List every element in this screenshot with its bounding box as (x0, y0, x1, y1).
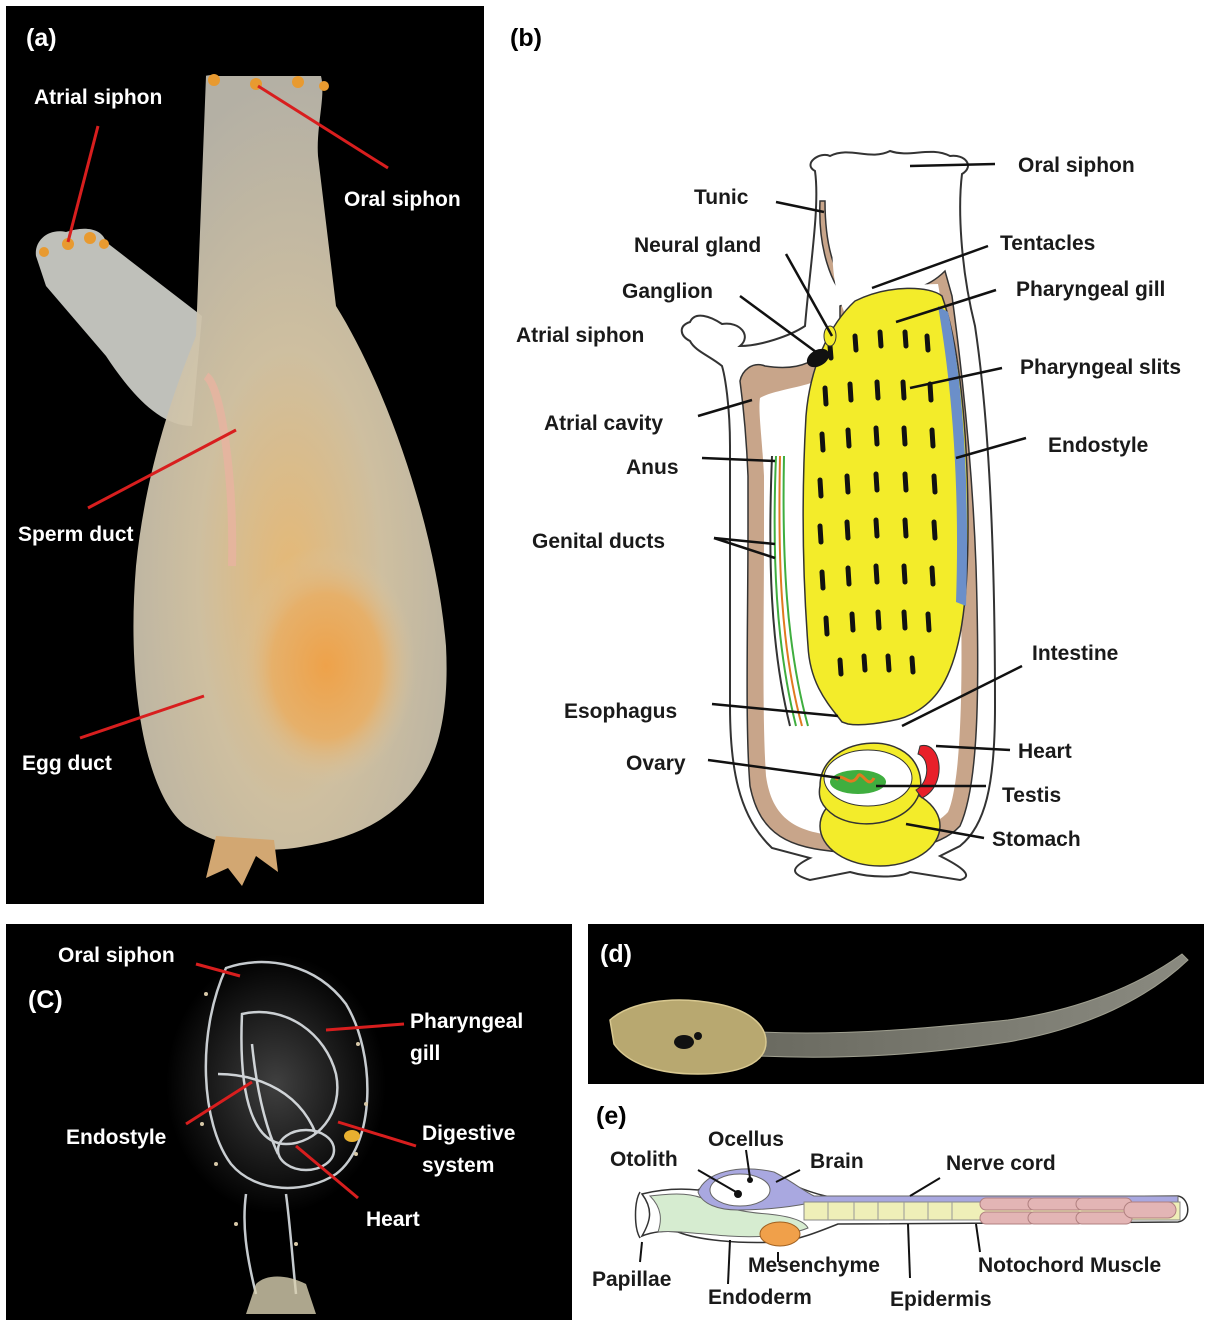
panel-c-label-digestive-1: Digestive (422, 1122, 515, 1145)
panel-b-label-tentacles: Tentacles (1000, 232, 1095, 255)
panel-b-label-tunic: Tunic (694, 186, 749, 209)
panel-b-label-ganglion: Ganglion (622, 280, 713, 303)
panel-a-label-atrial-siphon: Atrial siphon (34, 86, 162, 109)
panel-b-label-esophagus: Esophagus (564, 700, 677, 723)
panel-d-photo: (d) (588, 924, 1204, 1084)
panel-c-label-oral-siphon: Oral siphon (58, 944, 175, 967)
panel-a-photo: (a) Atrial siphon Oral siphon Sperm duct… (6, 6, 484, 904)
panel-b-label-stomach: Stomach (992, 828, 1081, 851)
panel-c-label-pharyngeal-gill-2: gill (410, 1042, 440, 1065)
panel-e-label-otolith: Otolith (610, 1148, 678, 1171)
panel-c-glow (166, 954, 386, 1214)
panel-b-neural-gland (824, 326, 836, 346)
panel-e-label-mesenchyme: Mesenchyme (748, 1254, 880, 1277)
panel-b-label-oral-siphon: Oral siphon (1018, 154, 1135, 177)
panel-e-label-notochord-muscle: Notochord Muscle (978, 1254, 1161, 1277)
panel-b-label-atrial-cavity: Atrial cavity (544, 412, 663, 435)
panel-c-label-pharyngeal-gill-1: Pharyngeal (410, 1010, 523, 1033)
panel-b-label-pharyngeal-gill: Pharyngeal gill (1016, 278, 1165, 301)
panel-c-label-heart: Heart (366, 1208, 420, 1231)
panel-b-testis (830, 770, 886, 794)
panel-a-label-oral-siphon: Oral siphon (344, 188, 461, 211)
panel-d-pigment-2 (694, 1032, 702, 1040)
panel-b-label-atrial-siphon: Atrial siphon (516, 324, 644, 347)
panel-e-papillae-shape (636, 1192, 641, 1238)
panel-e-label-nerve-cord: Nerve cord (946, 1152, 1056, 1175)
panel-c-letter: (C) (28, 986, 63, 1014)
panel-b-label-testis: Testis (1002, 784, 1061, 807)
panel-e-label-endoderm: Endoderm (708, 1286, 812, 1309)
panel-b-label-ovary: Ovary (626, 752, 686, 775)
panel-e-sensory-vesicle (710, 1174, 770, 1206)
panel-a-letter: (a) (26, 24, 57, 52)
panel-c-label-endostyle: Endostyle (66, 1126, 166, 1149)
panel-d-pigment (674, 1035, 694, 1049)
panel-b-letter: (b) (510, 24, 542, 52)
panel-a-label-sperm-duct: Sperm duct (18, 523, 134, 546)
panel-e-letter: (e) (596, 1102, 627, 1130)
panel-e-mesenchyme (760, 1222, 800, 1246)
panel-b-label-anus: Anus (626, 456, 679, 479)
panel-b-label-genital-ducts: Genital ducts (532, 530, 665, 553)
panel-d-letter: (d) (600, 940, 632, 968)
panel-b-label-intestine: Intestine (1032, 642, 1118, 665)
panel-c-photo: Oral siphon (C) Pharyngeal gill Endostyl… (6, 924, 572, 1320)
panel-e-label-papillae: Papillae (592, 1268, 671, 1291)
panel-e-diagram: (e) Ocellus Otolith Brain Nerve cord Mes… (578, 1092, 1204, 1322)
panel-b-label-neural-gland: Neural gland (634, 234, 761, 257)
panel-a-gonad (236, 546, 416, 786)
panel-b-label-pharyngeal-slits: Pharyngeal slits (1020, 356, 1181, 379)
panel-b-label-endostyle: Endostyle (1048, 434, 1148, 457)
panel-b-diagram: (b) (490, 6, 1204, 904)
panel-c-digestive-spot (344, 1130, 360, 1142)
panel-e-label-ocellus: Ocellus (708, 1128, 784, 1151)
panel-b-label-heart: Heart (1018, 740, 1072, 763)
panel-e-label-brain: Brain (810, 1150, 864, 1173)
panel-e-label-epidermis: Epidermis (890, 1288, 992, 1311)
panel-a-label-egg-duct: Egg duct (22, 752, 112, 775)
panel-c-label-digestive-2: system (422, 1154, 494, 1177)
